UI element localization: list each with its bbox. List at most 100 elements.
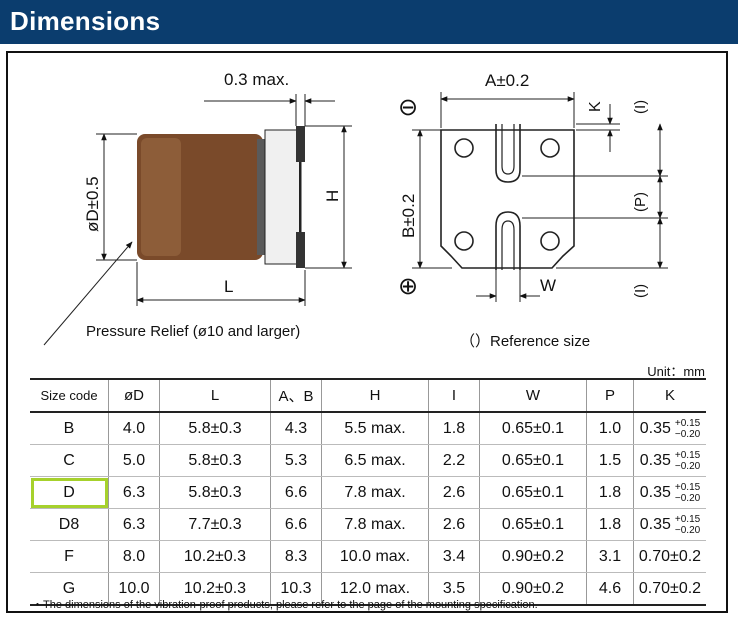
col-W: W — [479, 378, 587, 413]
label-03-max: 0.3 max. — [224, 70, 289, 89]
dim-diameter: øD±0.5 — [83, 133, 137, 261]
cell-diameter: 6.3 — [108, 476, 160, 509]
cell-I: 2.6 — [428, 508, 480, 541]
dim-I-P-I: (I) (P) (I) — [522, 100, 668, 298]
cell-W: 0.65±0.1 — [479, 508, 587, 541]
label-B: B±0.2 — [399, 194, 418, 238]
cell-K: 0.35+0.15−0.20 — [633, 412, 706, 445]
label-W: W — [540, 276, 556, 295]
cell-diameter: 4.0 — [108, 412, 160, 445]
label-L: L — [224, 277, 233, 296]
body-highlight — [141, 138, 181, 256]
cell-K: 0.35+0.15−0.20 — [633, 508, 706, 541]
cell-size-code-highlighted: D — [30, 476, 109, 509]
dim-A: A±0.2 — [440, 71, 575, 128]
footnote: ・The dimensions of the vibration-proof p… — [32, 599, 538, 611]
col-diameter: øD — [108, 378, 160, 413]
table-row: C 5.0 5.8±0.3 5.3 6.5 max. 2.2 0.65±0.1 … — [30, 444, 706, 477]
label-H: H — [323, 190, 342, 202]
cell-AB: 8.3 — [270, 540, 322, 573]
col-K: K — [633, 378, 706, 413]
dimensions-table: Size code øD L A、B H I W P K B 4.0 5.8±0… — [30, 378, 706, 606]
cell-diameter: 10.0 — [108, 572, 160, 606]
cell-W: 0.90±0.2 — [479, 540, 587, 573]
cell-H: 5.5 max. — [321, 412, 429, 445]
k-tol-minus: −0.20 — [674, 492, 701, 504]
terminal-bottom-pad — [495, 211, 521, 270]
cell-H: 7.8 max. — [321, 508, 429, 541]
dim-L: L — [136, 262, 306, 306]
cell-size-code: D8 — [30, 508, 109, 541]
hole-bottom-left — [454, 231, 474, 251]
content-frame — [6, 51, 728, 613]
cell-diameter: 6.3 — [108, 508, 160, 541]
table-row: G 10.0 10.2±0.3 10.3 12.0 max. 3.5 0.90±… — [30, 572, 706, 606]
hole-bottom-right — [540, 231, 560, 251]
seal-ring — [257, 139, 265, 255]
table-row: D8 6.3 7.7±0.3 6.6 7.8 max. 2.6 0.65±0.1… — [30, 508, 706, 541]
cell-size-code: G — [30, 572, 109, 606]
cell-K: 0.70±0.2 — [633, 540, 706, 573]
table-row: D 6.3 5.8±0.3 6.6 7.8 max. 2.6 0.65±0.1 … — [30, 476, 706, 509]
unit-label: Unit：mm — [647, 364, 705, 379]
k-tol-minus: −0.20 — [674, 460, 701, 472]
cell-L: 10.2±0.3 — [159, 540, 271, 573]
cell-P: 3.1 — [586, 540, 634, 573]
cell-P: 1.5 — [586, 444, 634, 477]
table-row: B 4.0 5.8±0.3 4.3 5.5 max. 1.8 0.65±0.1 … — [30, 412, 706, 445]
cell-AB: 6.6 — [270, 508, 322, 541]
k-tol-plus: +0.15 — [674, 513, 701, 525]
cell-size-code: F — [30, 540, 109, 573]
cell-I: 3.5 — [428, 572, 480, 606]
cell-size-code: C — [30, 444, 109, 477]
section-title: Dimensions — [10, 6, 161, 36]
cell-L: 10.2±0.3 — [159, 572, 271, 606]
col-H: H — [321, 378, 429, 413]
label-I-bottom: (I) — [632, 284, 649, 298]
cell-W: 0.90±0.2 — [479, 572, 587, 606]
dim-B: B±0.2 — [399, 129, 452, 269]
k-tol-plus: +0.15 — [674, 449, 701, 461]
cell-H: 7.8 max. — [321, 476, 429, 509]
k-tol-minus: −0.20 — [674, 524, 701, 536]
label-K: K — [587, 101, 604, 112]
k-tol-plus: +0.15 — [674, 481, 701, 493]
label-diameter: øD±0.5 — [83, 176, 102, 232]
col-L: L — [159, 378, 271, 413]
terminal-top — [296, 126, 305, 162]
terminal-bottom-inner — [501, 220, 515, 270]
cell-I: 2.2 — [428, 444, 480, 477]
col-P: P — [586, 378, 634, 413]
cell-K: 0.35+0.15−0.20 — [633, 444, 706, 477]
base-plate — [264, 129, 302, 265]
cell-L: 7.7±0.3 — [159, 508, 271, 541]
dim-H: H — [305, 125, 352, 269]
capacitor-side-view — [137, 126, 305, 268]
cell-I: 3.4 — [428, 540, 480, 573]
cell-I: 1.8 — [428, 412, 480, 445]
k-tol-plus: +0.15 — [674, 417, 701, 429]
minus-polarity-icon: ⊖ — [398, 94, 418, 121]
terminal-top-inner — [501, 124, 515, 175]
terminal-bottom — [296, 232, 305, 268]
cell-P: 4.6 — [586, 572, 634, 606]
hole-top-right — [540, 138, 560, 158]
table-row: F 8.0 10.2±0.3 8.3 10.0 max. 3.4 0.90±0.… — [30, 540, 706, 573]
cell-AB: 4.3 — [270, 412, 322, 445]
k-value: 0.35 — [639, 451, 671, 469]
col-I: I — [428, 378, 480, 413]
cell-H: 10.0 max. — [321, 540, 429, 573]
cell-H: 12.0 max. — [321, 572, 429, 606]
plus-polarity-icon: ⊕ — [398, 273, 418, 300]
dim-W: W — [476, 270, 556, 302]
cell-P: 1.8 — [586, 476, 634, 509]
cell-size-code: B — [30, 412, 109, 445]
cell-I: 2.6 — [428, 476, 480, 509]
cell-P: 1.0 — [586, 412, 634, 445]
pressure-relief-leader: Pressure Relief (ø10 and larger) — [43, 241, 300, 346]
label-P: (P) — [632, 192, 649, 212]
k-value: 0.35 — [639, 515, 671, 533]
cell-diameter: 5.0 — [108, 444, 160, 477]
footprint-outline — [440, 129, 575, 269]
